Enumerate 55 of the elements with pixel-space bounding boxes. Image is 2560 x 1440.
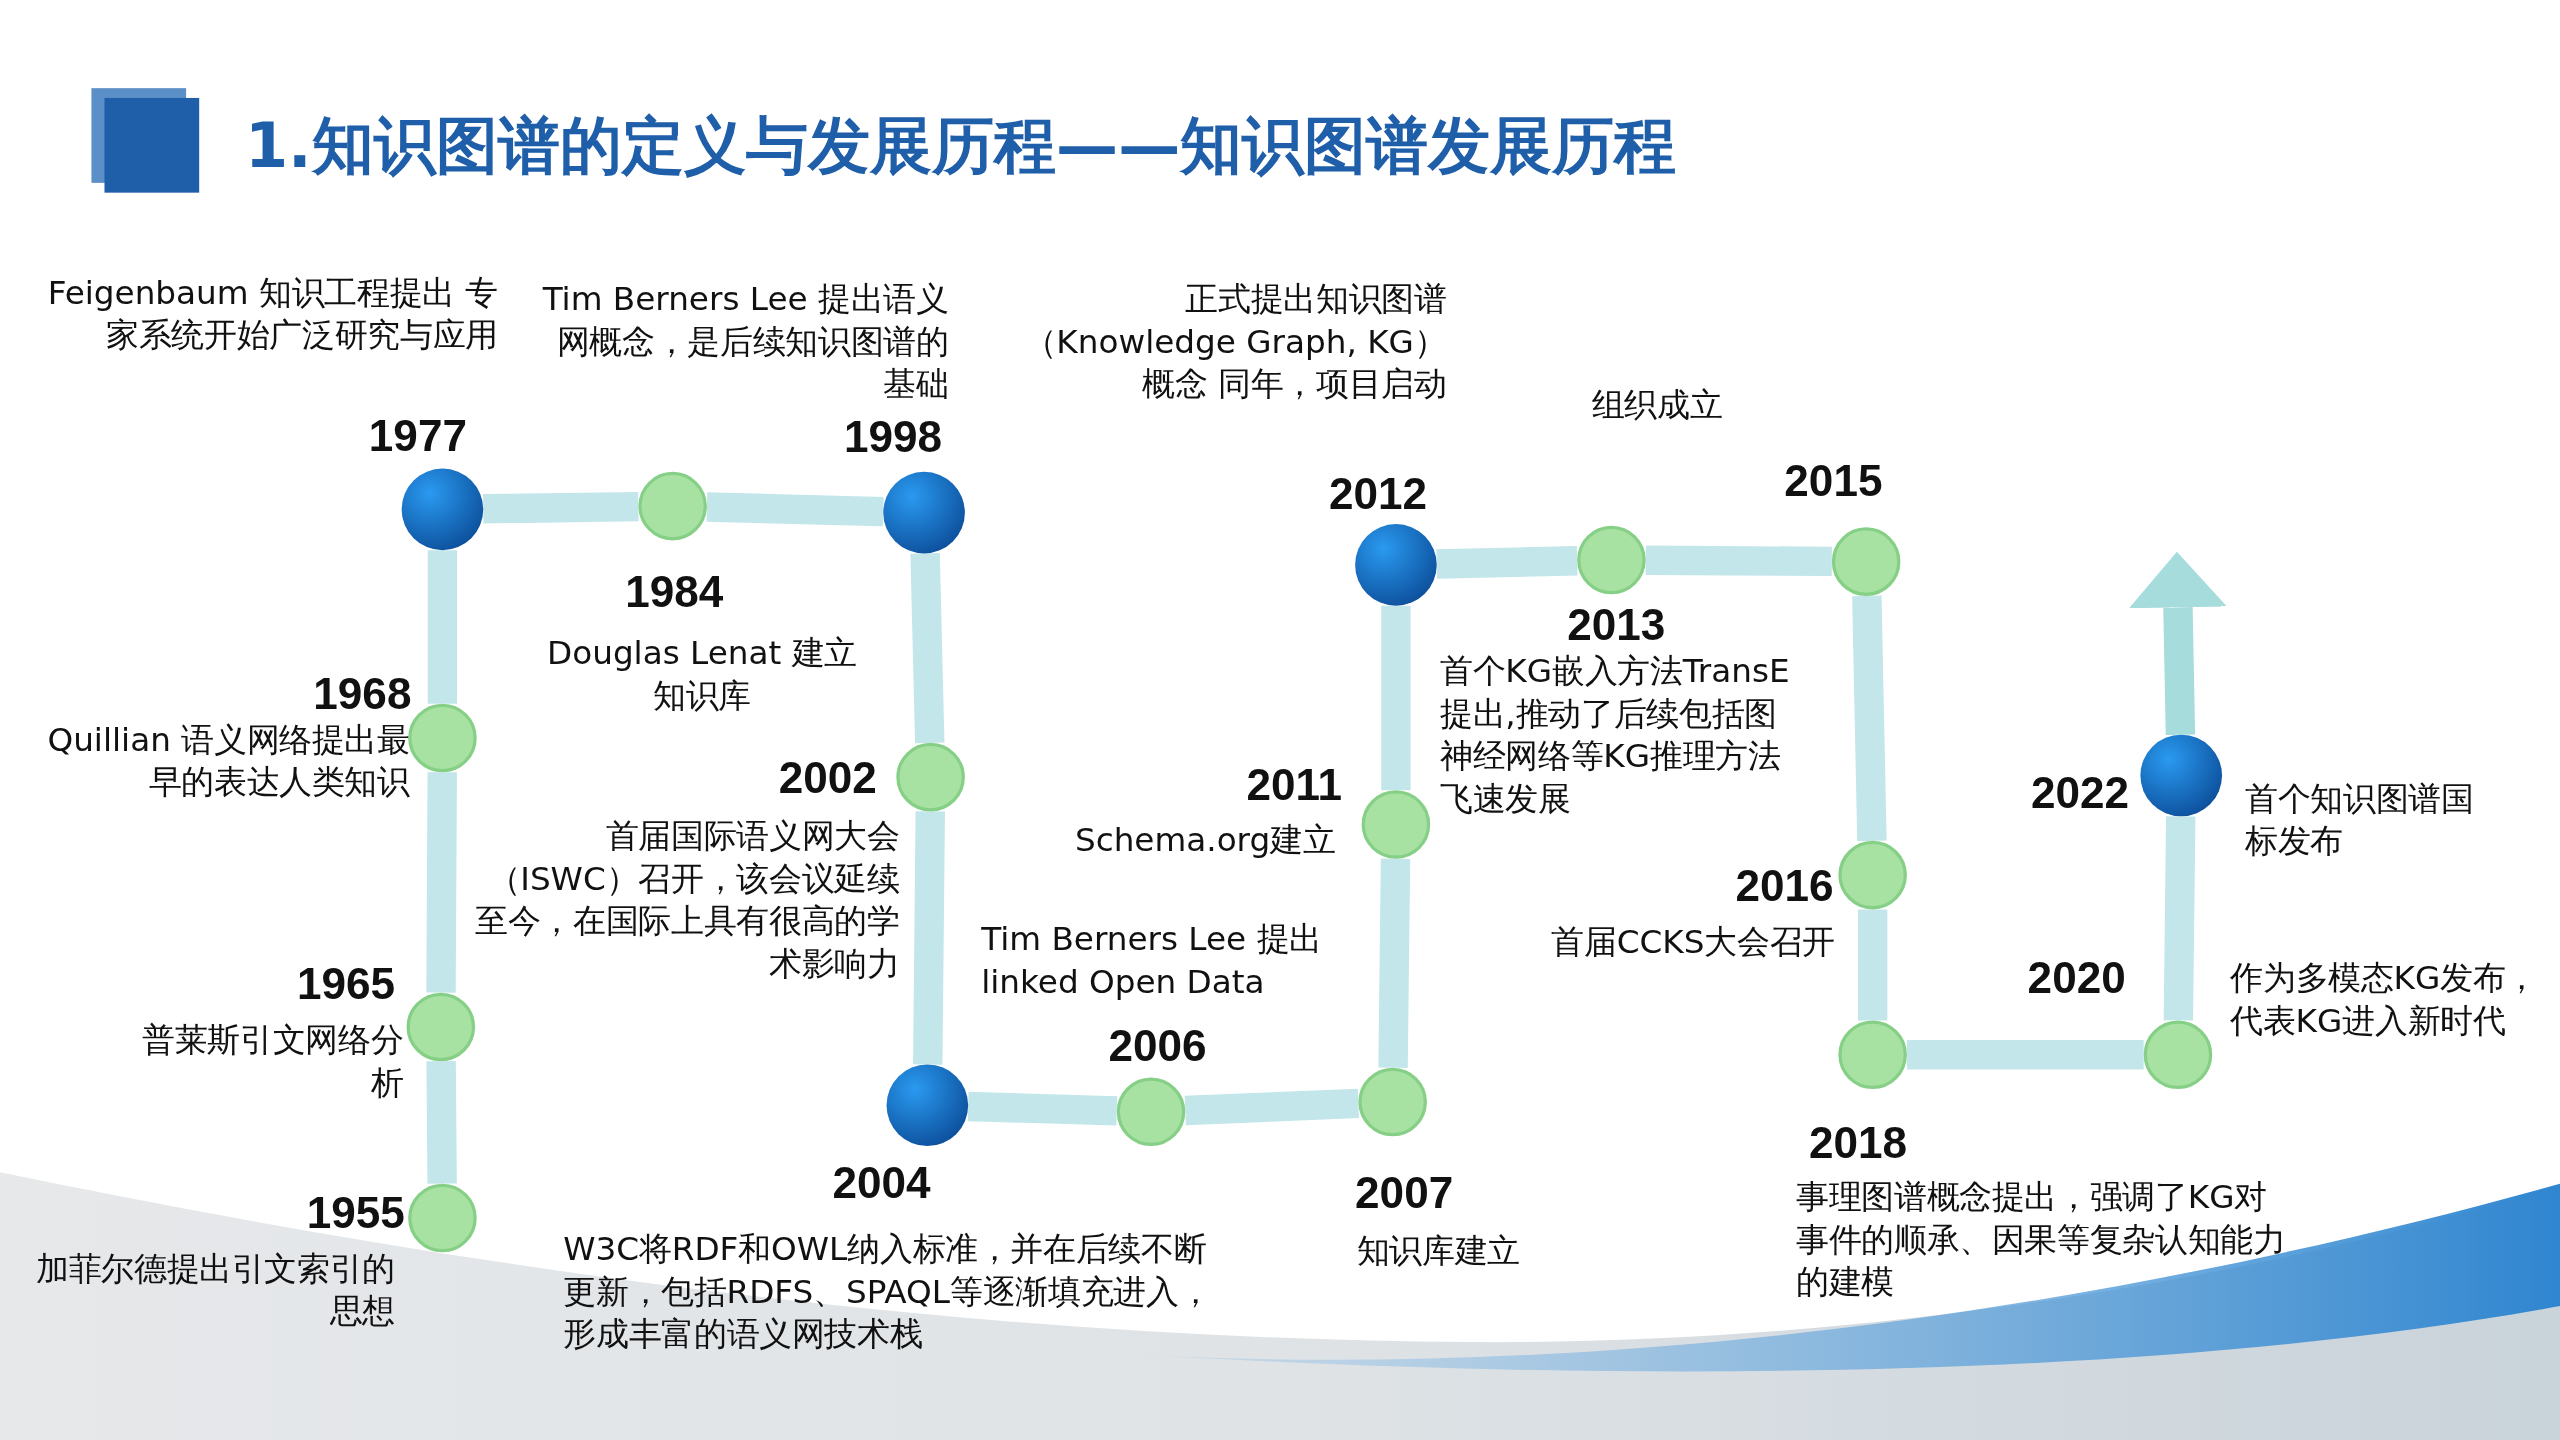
year-label: 1955 [306, 1188, 405, 1240]
year-label: 2002 [778, 754, 877, 805]
timeline-line [967, 1091, 1118, 1126]
year-label: 2020 [2027, 953, 2126, 1005]
event-description: Quillian 语义网络提出最早的表达人类知识 [46, 719, 410, 804]
year-label: 2015 [1784, 457, 1883, 508]
event-description: 首届CCKS大会召开 [1550, 921, 1836, 964]
event-description: 事理图谱概念提出，强调了KG对事件的顺承、因果等复杂认知能力的建模 [1795, 1176, 2286, 1303]
timeline-line [1381, 605, 1411, 791]
year-label: 2018 [1809, 1118, 1908, 1169]
year-label: 2007 [1355, 1169, 1454, 1220]
year-label: 1968 [313, 669, 412, 720]
event-description: 首届国际语义网大会（ISWC）召开，该会议延续至今，在国际上具有很高的学术影响力 [475, 815, 900, 985]
event-description: Tim Berners Lee 提出语义网概念，是后续知识图谱的基础 [541, 278, 949, 405]
year-label: 2011 [1246, 760, 1343, 812]
event-description: Schema.org建立 [1073, 818, 1336, 861]
timeline-line [1378, 858, 1411, 1068]
timeline-arrow [2129, 551, 2227, 735]
year-label: 2013 [1566, 600, 1667, 652]
event-description: 首个知识图谱国标发布 [2244, 777, 2474, 863]
event-description: 正式提出知识图谱（Knowledge Graph, KG）概念 同年，项目启动 [1022, 278, 1447, 405]
event-description: Tim Berners Lee 提出linked Open Data [981, 918, 1323, 1003]
event-description: 作为多模态KG发布，代表KG进入新时代 [2230, 957, 2540, 1042]
year-label: 2022 [2030, 769, 2129, 820]
timeline-line [483, 491, 639, 524]
event-description: Feigenbaum 知识工程提出 专家系统开始广泛研究与应用 [46, 271, 498, 356]
timeline-line [913, 811, 945, 1065]
year-label: 2004 [831, 1159, 932, 1210]
timeline-line [1857, 909, 1888, 1021]
timeline-line [426, 1061, 457, 1184]
timeline-line [426, 772, 457, 993]
year-label: 2016 [1735, 862, 1834, 913]
timeline-line [2163, 816, 2196, 1021]
slide-title: 1.知识图谱的定义与发展历程——知识图谱发展历程 [244, 108, 1677, 184]
event-description: 普莱斯引文网络分析 [142, 1019, 404, 1104]
event-description: 组织成立 [1591, 384, 1724, 427]
timeline-line [427, 550, 458, 704]
timeline-line [706, 492, 884, 527]
timeline-line [1436, 546, 1578, 579]
timeline-line [910, 553, 945, 744]
timeline-line [1184, 1088, 1359, 1126]
timeline-line [1906, 1040, 2144, 1070]
timeline-line [1645, 545, 1832, 577]
event-description: Douglas Lenat 建立知识库 [546, 632, 858, 717]
timeline-line [1852, 595, 1887, 842]
year-label: 1998 [843, 413, 943, 464]
event-description: W3C将RDF和OWL纳入标准，并在后续不断更新，包括RDFS、SPAQL等逐渐填充进入，形成丰富的语义网技术栈 [563, 1228, 1213, 1356]
year-label: 1977 [368, 411, 467, 463]
event-description: 加菲尔德提出引文索引的思想 [34, 1248, 396, 1333]
year-label: 1984 [624, 568, 725, 619]
event-description: 首个KG嵌入方法TransE提出,推动了后续包括图神经网络等KG推理方法飞速发展 [1440, 650, 1791, 820]
year-label: 2012 [1327, 470, 1428, 521]
year-label: 2006 [1107, 1022, 1208, 1073]
event-description: 知识库建立 [1356, 1230, 1521, 1272]
year-label: 1965 [297, 960, 396, 1011]
